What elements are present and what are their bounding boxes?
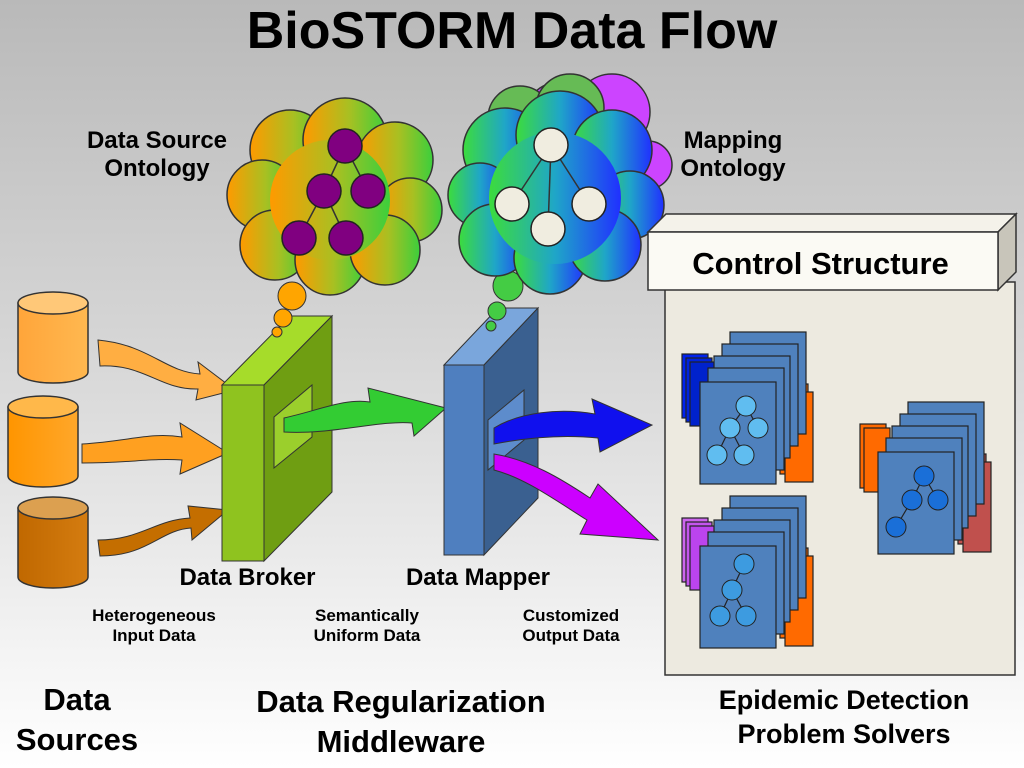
purple-output-arrow	[493, 453, 660, 541]
ontology-node	[281, 220, 317, 256]
customized-output-label: Customized Output Data	[522, 606, 620, 645]
data-broker-label: Data Broker	[179, 564, 316, 591]
problem-solver-stacks	[681, 331, 992, 649]
solver-node	[719, 417, 741, 439]
solver-node	[747, 417, 769, 439]
solver-node	[901, 489, 923, 511]
page-title: BioSTORM Data Flow	[246, 2, 778, 60]
solver-node	[735, 395, 757, 417]
mapping-ontology-tree	[494, 127, 607, 247]
data-mapper-block	[442, 306, 540, 557]
control-structure-label: Control Structure	[692, 246, 949, 281]
solver-node	[927, 489, 949, 511]
semantically-uniform-label: Semantically Uniform Data	[313, 606, 421, 645]
uniform-data-arrow	[283, 387, 448, 437]
input-arrow-3	[97, 505, 230, 557]
data-source-cylinder-1	[17, 291, 89, 384]
ontology-node	[494, 186, 530, 222]
ontology-node	[533, 127, 569, 163]
data-source-cylinder-2	[7, 395, 79, 488]
input-arrow-1	[97, 339, 237, 401]
mapping-ontology-cloud	[447, 90, 665, 295]
solver-node	[885, 516, 907, 538]
blue-output-arrow	[493, 398, 654, 453]
ontology-node	[327, 128, 363, 164]
ontology-node	[328, 220, 364, 256]
problem-solvers-label: Epidemic Detection Problem Solvers	[718, 685, 970, 749]
solver-node	[733, 444, 755, 466]
data-broker-block	[220, 314, 334, 563]
data-source-cylinder-3	[17, 496, 89, 589]
ontology-node	[571, 186, 607, 222]
ontology-node	[350, 173, 386, 209]
data-source-thought-trail	[271, 281, 307, 338]
solver-node	[706, 444, 728, 466]
ontology-node	[530, 211, 566, 247]
heterogeneous-input-label: Heterogeneous Input Data	[92, 606, 216, 645]
solver-node	[913, 465, 935, 487]
mapping-ontology-label: Mapping Ontology	[680, 127, 786, 182]
solver-node	[733, 553, 755, 575]
solver-node	[721, 579, 743, 601]
data-mapper-label: Data Mapper	[405, 564, 551, 591]
middleware-label: Data Regularization Middleware	[256, 684, 546, 760]
ontology-node	[306, 173, 342, 209]
solver-node	[709, 605, 731, 627]
data-source-ontology-tree	[281, 128, 386, 256]
solver-node	[735, 605, 757, 627]
input-arrow-2	[81, 422, 230, 475]
data-sources-label: Data Sources	[15, 682, 139, 758]
data-source-ontology-label: Data Source Ontology	[86, 127, 228, 182]
